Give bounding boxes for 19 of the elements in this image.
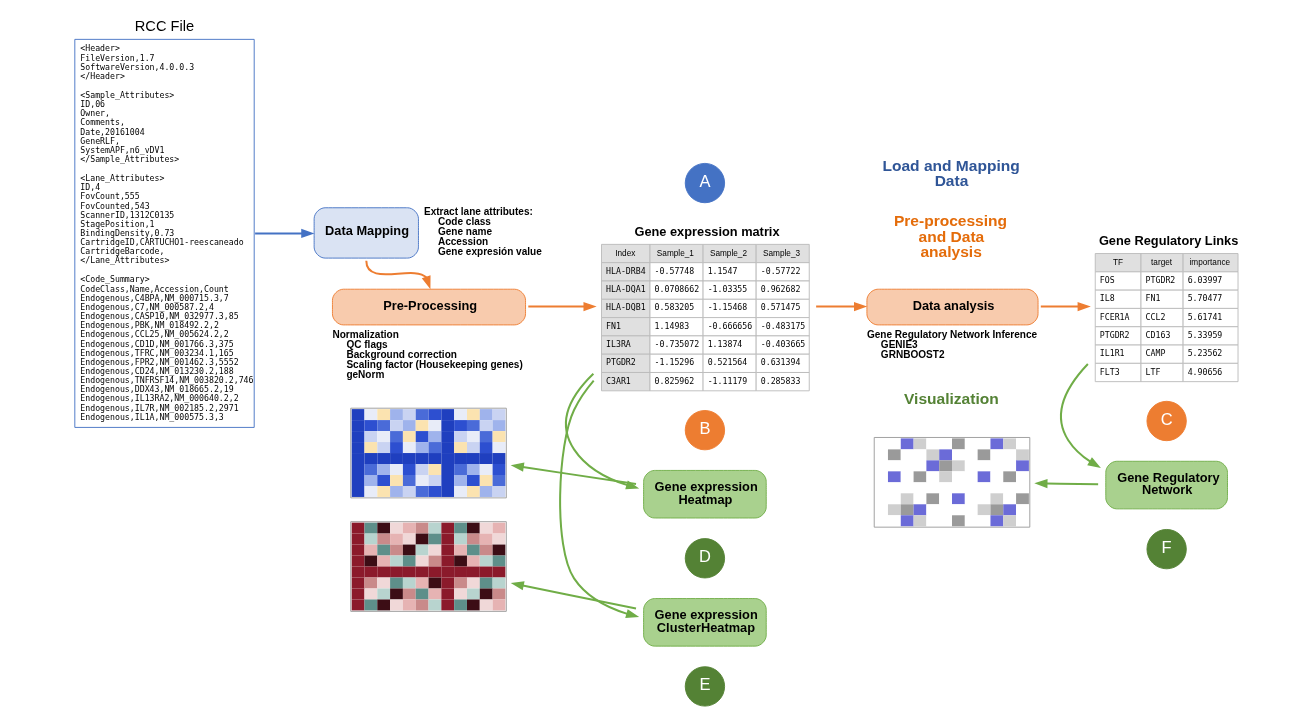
node-label: geNorm (346, 368, 385, 380)
node-label: Extract lane attributes: (423, 205, 533, 217)
node-label: Gene expresión value (437, 246, 542, 258)
node-label: Gene expression matrix (634, 224, 780, 240)
node-label: Code class (437, 215, 491, 227)
label: Pre-processing and Data analysis (893, 212, 1008, 261)
node-label: GRNBOOST2 (880, 348, 945, 360)
node-label: Accession (437, 236, 489, 248)
node-label: Background correction (346, 348, 457, 360)
node-label: Gene name (437, 226, 493, 238)
node-label: GENIE3 (880, 338, 918, 350)
node-text: Gene Regulatory Links TF target importance FOS PTGDR2 6.03997 IL8 FN1 5.70477 FCER1A CCL2 5.61741 PTGDR2 CD163 5.33959 IL1R1 CAMP 5.23562 FLT3 LTF 4.90656 (1098, 233, 1239, 377)
node-label: QC flags (346, 338, 388, 350)
label: Load and Mapping Data (882, 156, 1020, 190)
node-label: Scaling factor (Housekeeping genes) (346, 358, 523, 370)
label: Visualization (903, 389, 999, 407)
node-label: RCC File (134, 17, 195, 34)
node-label: Normalization (332, 328, 399, 340)
node-label: Gene Regulatory Network Inference (866, 328, 1038, 340)
